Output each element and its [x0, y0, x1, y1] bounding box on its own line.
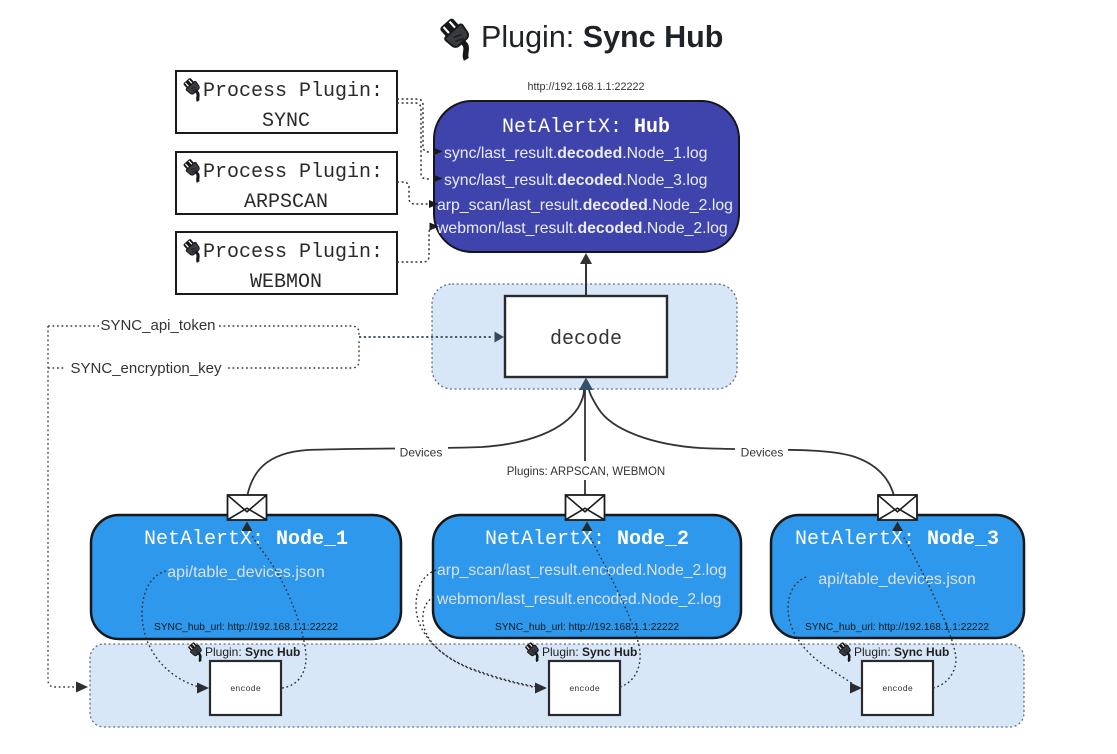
svg-text:NetAlertX: Node_3: NetAlertX: Node_3: [795, 528, 999, 551]
svg-text:WEBMON: WEBMON: [250, 271, 322, 294]
svg-text:webmon/last_result.encoded.Nod: webmon/last_result.encoded.Node_2.log: [436, 591, 721, 608]
svg-text:Plugin: Sync Hub: Plugin: Sync Hub: [481, 20, 723, 54]
svg-text:encode: encode: [230, 684, 261, 694]
svg-text:SYNC_encryption_key: SYNC_encryption_key: [71, 360, 222, 377]
svg-text:Devices: Devices: [400, 446, 443, 460]
svg-text:SYNC: SYNC: [262, 110, 310, 133]
svg-text:encode: encode: [882, 684, 913, 694]
svg-text:Plugin: Sync Hub: Plugin: Sync Hub: [542, 645, 637, 659]
svg-text:arp_scan/last_result.decoded.N: arp_scan/last_result.decoded.Node_2.log: [437, 197, 733, 214]
svg-text:SYNC_api_token: SYNC_api_token: [100, 317, 215, 334]
svg-text:sync/last_result.decoded.Node_: sync/last_result.decoded.Node_1.log: [444, 145, 707, 162]
svg-text:Plugin: Sync Hub: Plugin: Sync Hub: [205, 645, 300, 659]
svg-text:SYNC_hub_url: http://192.168.1: SYNC_hub_url: http://192.168.1.1:22222: [805, 622, 989, 633]
svg-text:arp_scan/last_result.encoded.N: arp_scan/last_result.encoded.Node_2.log: [437, 562, 727, 579]
svg-text:SYNC_hub_url: http://192.168.1: SYNC_hub_url: http://192.168.1.1:22222: [495, 622, 679, 633]
svg-text:NetAlertX: Node_1: NetAlertX: Node_1: [144, 528, 348, 551]
svg-text:api/table_devices.json: api/table_devices.json: [167, 564, 324, 581]
svg-text:webmon/last_result.decoded.Nod: webmon/last_result.decoded.Node_2.log: [436, 220, 728, 237]
svg-text:Plugin: Sync Hub: Plugin: Sync Hub: [854, 645, 949, 659]
svg-text:Devices: Devices: [741, 446, 784, 460]
svg-text:NetAlertX: Node_2: NetAlertX: Node_2: [485, 528, 689, 551]
svg-text:api/table_devices.json: api/table_devices.json: [818, 571, 975, 588]
svg-text:Plugins: ARPSCAN, WEBMON: Plugins: ARPSCAN, WEBMON: [507, 466, 665, 478]
svg-text:ARPSCAN: ARPSCAN: [244, 191, 328, 214]
svg-text:decode: decode: [550, 328, 622, 351]
svg-text:NetAlertX: Hub: NetAlertX: Hub: [502, 116, 670, 139]
svg-text:sync/last_result.decoded.Node_: sync/last_result.decoded.Node_3.log: [444, 172, 707, 189]
svg-text:Process Plugin:: Process Plugin:: [203, 161, 383, 184]
svg-text:Process Plugin:: Process Plugin:: [203, 241, 383, 264]
svg-text:http://192.168.1.1:22222: http://192.168.1.1:22222: [527, 81, 644, 93]
svg-text:SYNC_hub_url: http://192.168.1: SYNC_hub_url: http://192.168.1.1:22222: [154, 622, 338, 633]
svg-text:encode: encode: [569, 684, 600, 694]
svg-text:Process Plugin:: Process Plugin:: [203, 80, 383, 103]
